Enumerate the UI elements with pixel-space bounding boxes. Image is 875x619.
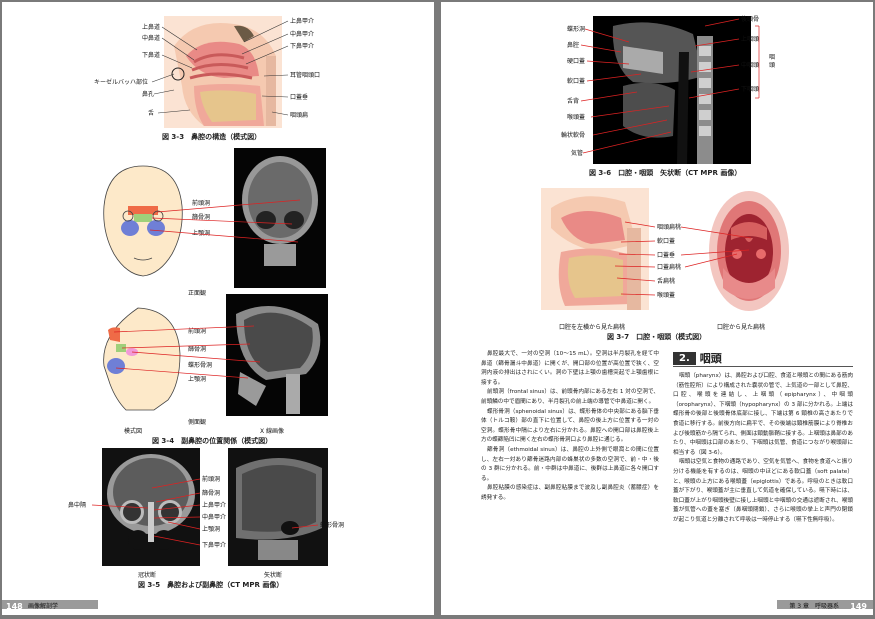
fig33-leader-lines xyxy=(151,20,289,116)
face-side-illustration xyxy=(103,307,181,411)
fig37-caption: 図 3-7 口腔・咽頭（模式図） xyxy=(607,333,707,341)
paragraph: 前頭洞（frontal sinus）は、前頭骨内部にある左右 1 対の空洞で、前… xyxy=(481,389,659,405)
fig37-label-uvula: 口蓋垂 xyxy=(657,252,676,259)
ct6-label-trachea: 気管 xyxy=(571,150,584,157)
coronal-label: 冠状断 xyxy=(138,572,157,579)
running-head-left: 画像解剖学 xyxy=(28,603,59,610)
side-label-sphenoid-sinus: 蝶形骨洞 xyxy=(188,362,213,369)
front-label-maxillary-sinus: 上顎洞 xyxy=(192,230,211,237)
section-heading: 2. 咽頭 xyxy=(673,350,722,366)
oral-cavity-front-illustration xyxy=(709,191,789,311)
body-text-left-column: 鼻腔最大で、一対の空洞（10〜15 mL）。空洞は半月裂孔を経て中鼻道（篩骨漏斗… xyxy=(481,350,659,590)
ct6-label-tongue: 舌背 xyxy=(567,98,580,105)
label-inferior-concha: 下鼻甲介 xyxy=(290,43,315,50)
fig34-caption: 図 3-4 副鼻腔の位置関係（模式図） xyxy=(152,437,273,445)
side-label-ethmoid-sinus: 篩骨洞 xyxy=(188,346,207,353)
paragraph: 咽頭（pharynx）は、鼻腔および口腔、食道と喉頭との間にある筋肉（筋性腔所）… xyxy=(673,373,853,456)
ct6-label-epiglottis: 喉頭蓋 xyxy=(567,114,586,121)
side-label-maxillary-sinus: 上顎洞 xyxy=(188,376,207,383)
ct-label-inferior-concha: 下鼻甲介 xyxy=(202,542,227,549)
ct6-label-cricoid: 輪状軟骨 xyxy=(561,132,586,139)
ct6-label-hard-palate: 硬口蓋 xyxy=(567,58,586,65)
ct-label-frontal-sinus: 前頭洞 xyxy=(202,476,221,483)
fig37-label-lingual-tonsil: 舌扁桃 xyxy=(657,278,676,285)
sagittal-label: 矢状断 xyxy=(264,572,283,579)
paragraph: 咽頭は空気と食物の通路であり、空気を気管へ、食物を食道へと振り分ける機能を有する… xyxy=(673,459,853,523)
xray-image-label: X 線画像 xyxy=(260,428,285,435)
label-eustachian-opening: 耳管咽頭口 xyxy=(290,72,321,79)
ct-label-middle-concha: 中鼻甲介 xyxy=(202,514,227,521)
ct-label-nasal-septum: 鼻中隔 xyxy=(68,502,87,509)
page-number-left: 148 xyxy=(6,602,23,611)
face-front-illustration xyxy=(103,165,183,277)
ct6-label-soft-palate: 軟口蓋 xyxy=(567,78,586,85)
fig35-leader-lines xyxy=(91,478,319,546)
footer-bar-left xyxy=(2,600,98,609)
fig37-label-epiglottis: 喉頭蓋 xyxy=(657,292,676,299)
fig37-label-pharyngeal-tonsil: 咽頭扁桃 xyxy=(657,224,682,231)
ct-pharynx-sagittal xyxy=(593,16,751,164)
ct6-label-hypopharynx: 下咽頭 xyxy=(741,86,760,93)
pharynx-side-illustration xyxy=(541,188,649,310)
ct-label-maxillary-sinus: 上顎洞 xyxy=(202,526,221,533)
label-inferior-meatus: 下鼻道 xyxy=(142,52,161,59)
label-pharyngeal: 咽頭扁 xyxy=(290,112,309,119)
ct-label-superior-concha: 上鼻甲介 xyxy=(202,502,227,509)
footer-bar-right xyxy=(777,600,873,609)
label-superior-meatus: 上鼻道 xyxy=(142,24,161,31)
label-middle-meatus: 中鼻道 xyxy=(142,35,161,42)
fig37-leader-lines xyxy=(614,221,752,296)
paragraph: 鼻腔粘膜の感染症は、副鼻腔粘膜まで波及し副鼻腔炎（蓄膿症）を誘発する。 xyxy=(481,485,659,501)
ct-sagittal-image xyxy=(228,448,328,566)
side-label-frontal-sinus: 前頭洞 xyxy=(188,328,207,335)
paragraph: 蝶形骨洞（sphenoidal sinus）は、蝶形骨体の中央部にある脳下垂体（… xyxy=(481,408,659,444)
front-label-frontal-sinus: 前頭洞 xyxy=(192,200,211,207)
label-superior-concha: 上鼻甲介 xyxy=(290,18,315,25)
fig37-label-palatine-tonsil: 口蓋扁桃 xyxy=(657,264,682,271)
label-tongue: 舌 xyxy=(148,110,155,117)
label-uvula: 口蓋垂 xyxy=(290,94,309,101)
schematic-label: 模式図 xyxy=(124,428,143,435)
fig34-leader-lines xyxy=(113,199,301,379)
fig37-label-soft-palate: 軟口蓋 xyxy=(657,238,676,245)
fig36-leader-lines xyxy=(580,18,760,154)
fig35-caption: 図 3-5 鼻腔および副鼻腔（CT MPR 画像） xyxy=(138,581,284,589)
body-text-right-column: 咽頭（pharynx）は、鼻腔および口腔、食道と喉頭との間にある筋肉（筋性腔所）… xyxy=(673,372,853,592)
ct6-label-oropharynx: 中咽頭 xyxy=(741,62,760,69)
nasal-cavity-illustration xyxy=(164,16,282,128)
fig37-sub-front: 口腔から見た扁桃 xyxy=(717,324,766,331)
ct6-label-pharynx: 咽頭 xyxy=(769,54,776,69)
section-title: 咽頭 xyxy=(699,352,722,365)
ct6-label-nasal: 鼻腔 xyxy=(567,42,580,49)
paragraph: 篩骨洞（ethmoidal sinus）は、鼻腔の上外側で眼窩との間に位置し、左… xyxy=(481,446,659,482)
ct-label-ethmoid-sinus: 篩骨洞 xyxy=(202,490,221,497)
fig36-caption: 図 3-6 口腔・咽頭 矢状断（CT MPR 画像） xyxy=(589,169,742,177)
label-kiesselbach: キーゼルバッハ部位 xyxy=(94,79,149,86)
fig33-caption: 図 3-3 鼻腔の構造（模式図） xyxy=(162,133,262,141)
section-rule xyxy=(673,366,853,367)
ct6-label-nasopharynx: 上咽頭 xyxy=(741,36,760,43)
front-label-ethmoid-sinus: 篩骨洞 xyxy=(192,214,211,221)
ct-coronal-image xyxy=(102,448,200,566)
ct-label-sphenoid-sinus: 蝶形骨洞 xyxy=(320,522,345,529)
page-number-right: 149 xyxy=(850,602,867,611)
front-view-label: 正面観 xyxy=(188,290,207,297)
left-page: 上鼻道 中鼻道 下鼻道 キーゼルバッハ部位 鼻孔 舌 上鼻甲介 中鼻甲介 下鼻甲… xyxy=(2,2,434,615)
ct6-label-sphenoid: 蝶形洞 xyxy=(567,26,586,33)
skull-xray-lateral xyxy=(226,294,328,416)
ct6-label-occipital: 後頭骨 xyxy=(741,16,760,23)
section-number: 2. xyxy=(673,351,696,365)
label-middle-concha: 中鼻甲介 xyxy=(290,31,315,38)
lateral-view-label: 側面観 xyxy=(188,419,207,426)
running-head-right: 第 3 章 呼吸器系 xyxy=(789,603,839,610)
fig37-sub-side: 口腔を左横から見た扁桃 xyxy=(559,324,626,331)
label-nostril: 鼻孔 xyxy=(142,91,155,98)
right-page: 蝶形洞 鼻腔 硬口蓋 軟口蓋 舌背 喉頭蓋 輪状軟骨 気管 後頭骨 上咽頭 中咽… xyxy=(441,2,873,615)
paragraph: 鼻腔最大で、一対の空洞（10〜15 mL）。空洞は半月裂孔を経て中鼻道（篩骨漏斗… xyxy=(481,351,659,386)
skull-xray-front xyxy=(234,148,326,288)
